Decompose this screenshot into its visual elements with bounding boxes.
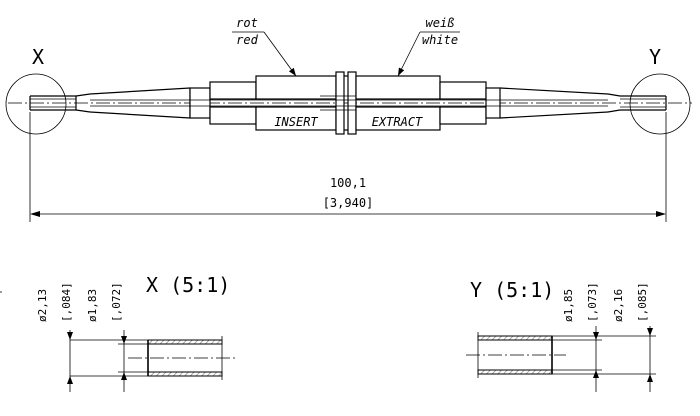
detail-x-title: X (5:1)	[146, 273, 230, 297]
callout-white: weiß white	[397, 16, 460, 77]
detail-y-circle	[629, 73, 691, 135]
detail-x-circle	[5, 73, 67, 135]
detail-x-outer-mm: ø2,13	[36, 289, 49, 322]
detail-y-inner-mm: ø1,85	[562, 289, 575, 322]
detail-y-outer-mm: ø2,16	[612, 289, 625, 322]
right-taper	[499, 87, 621, 119]
right-body	[355, 75, 501, 131]
callout-white-de: weiß	[426, 16, 455, 30]
detail-y-title: Y (5:1)	[470, 278, 554, 302]
detail-y-inner-in: [,073]	[586, 282, 599, 322]
overall-dimension: 100,1 [3,940]	[29, 112, 667, 222]
right-pin	[620, 95, 667, 111]
overall-length-inch: [3,940]	[323, 196, 374, 210]
insert-label: INSERT	[274, 115, 318, 129]
detail-y-view: Y (5:1) ø1,85 [,073] ø2,16 [,085]	[466, 278, 656, 392]
callout-red: rot red	[232, 16, 297, 77]
detail-y-marker: Y	[649, 45, 661, 69]
main-view: X Y INSERT EXTRACT rot red weiß white 10…	[5, 16, 692, 222]
detail-x-outer-in: [,084]	[60, 282, 73, 322]
extract-label: EXTRACT	[372, 115, 423, 129]
left-pin	[29, 95, 77, 111]
overall-length-mm: 100,1	[330, 176, 366, 190]
detail-y-outer-in: [,085]	[636, 282, 649, 322]
detail-x-marker: X	[32, 45, 44, 69]
detail-x-inner-in: [,072]	[110, 282, 123, 322]
detail-x-inner-mm: ø1,83	[86, 289, 99, 322]
detail-x-view: X (5:1) ø2,13 [,084] ø1,83 [,072]	[0, 273, 236, 392]
callout-red-de: rot	[236, 16, 258, 30]
callout-white-en: white	[422, 33, 458, 47]
callout-red-en: red	[236, 33, 258, 47]
